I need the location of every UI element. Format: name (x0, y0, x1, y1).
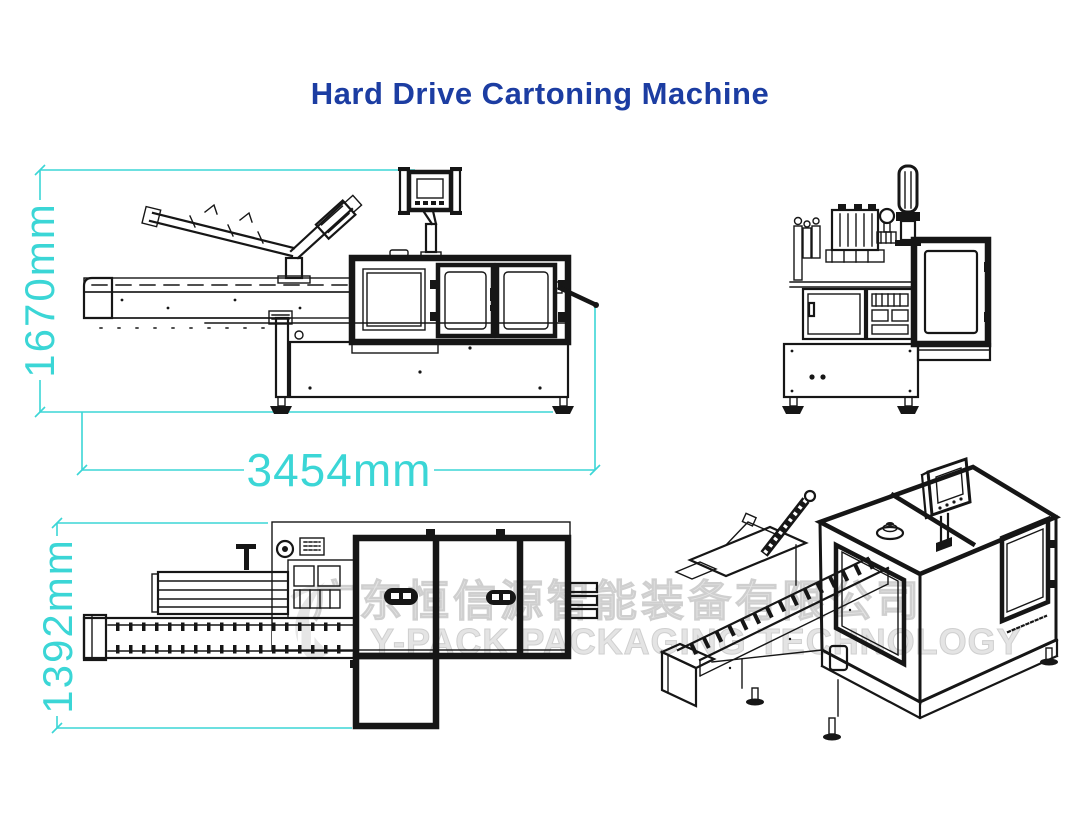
page-title: Hard Drive Cartoning Machine (310, 76, 770, 111)
dimension-label-height: 1670mm (16, 200, 63, 380)
side-elevation-view (82, 167, 599, 414)
isometric-view (659, 456, 1061, 741)
top-plan-view (82, 521, 599, 730)
dimension-label-length: 3454mm (244, 446, 434, 494)
dimension-label-width: 1392mm (34, 536, 81, 716)
end-elevation-view (782, 164, 992, 414)
